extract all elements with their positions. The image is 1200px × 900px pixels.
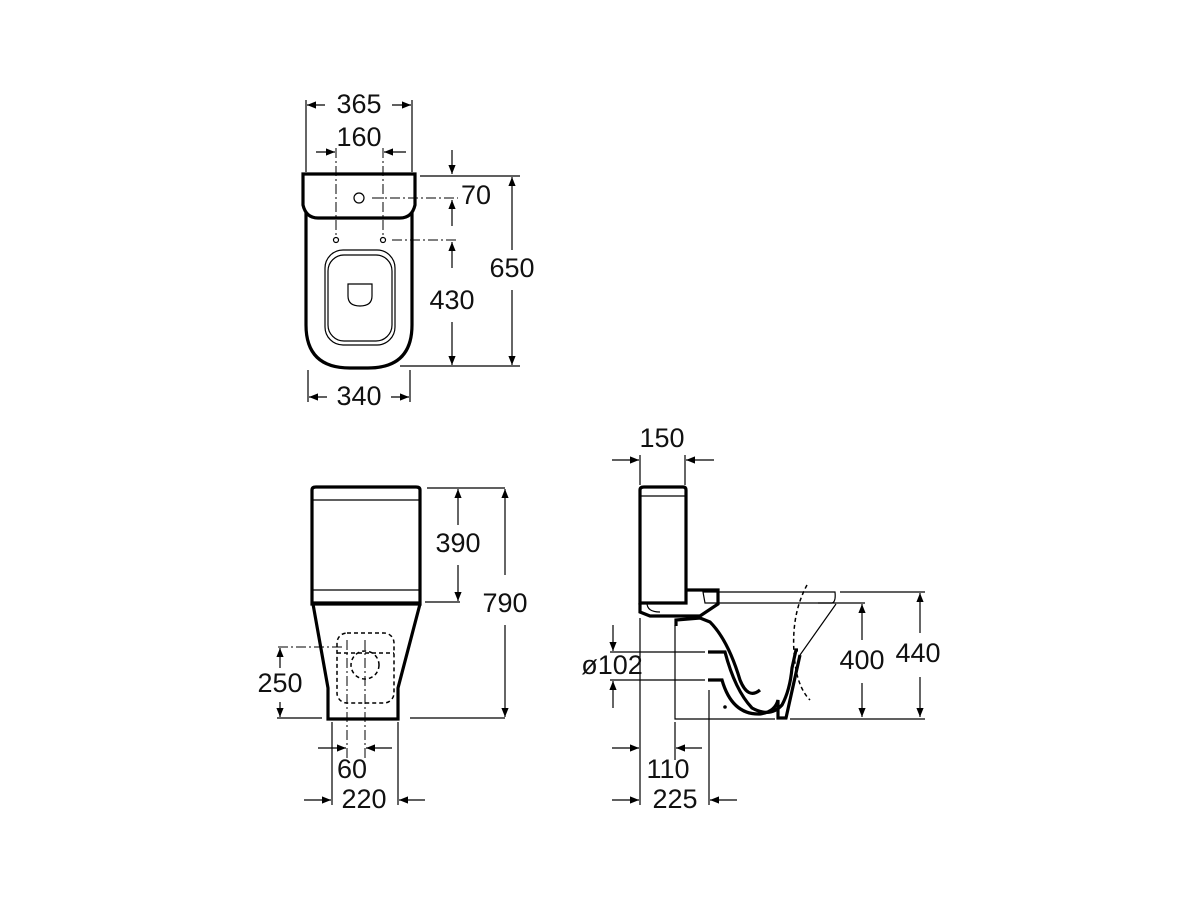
dim-seat-height: 440 xyxy=(895,638,940,668)
side-view: 150 ø102 400 440 110 225 xyxy=(581,423,940,814)
dim-base-to-wall: 225 xyxy=(652,784,697,814)
top-view: 365 160 70 430 650 340 xyxy=(301,89,535,411)
toilet-front-outline xyxy=(310,485,422,721)
dim-base-width: 220 xyxy=(341,784,386,814)
dim-rim-height: 400 xyxy=(839,645,884,675)
dim-fixing-to-front: 430 xyxy=(429,285,474,315)
front-view: 390 790 250 60 220 xyxy=(257,485,528,814)
dim-overall-width: 365 xyxy=(336,89,381,119)
dim-overall-depth: 650 xyxy=(489,253,534,283)
dim-outlet-height: 250 xyxy=(257,668,302,698)
dim-outlet-offset: 60 xyxy=(337,754,367,784)
toilet-top-outline xyxy=(301,172,417,370)
toilet-side-outline xyxy=(638,485,837,720)
dim-overall-height: 790 xyxy=(482,588,527,618)
dim-outlet-to-wall: 110 xyxy=(646,754,689,784)
dim-cistern-depth: 150 xyxy=(639,423,684,453)
dim-outlet-diameter: ø102 xyxy=(581,650,643,680)
dim-cistern-to-button: 70 xyxy=(461,180,491,210)
dim-bowl-width: 340 xyxy=(336,381,381,411)
dim-cistern-height: 390 xyxy=(435,528,480,558)
dim-fixing-centers: 160 xyxy=(336,122,381,152)
